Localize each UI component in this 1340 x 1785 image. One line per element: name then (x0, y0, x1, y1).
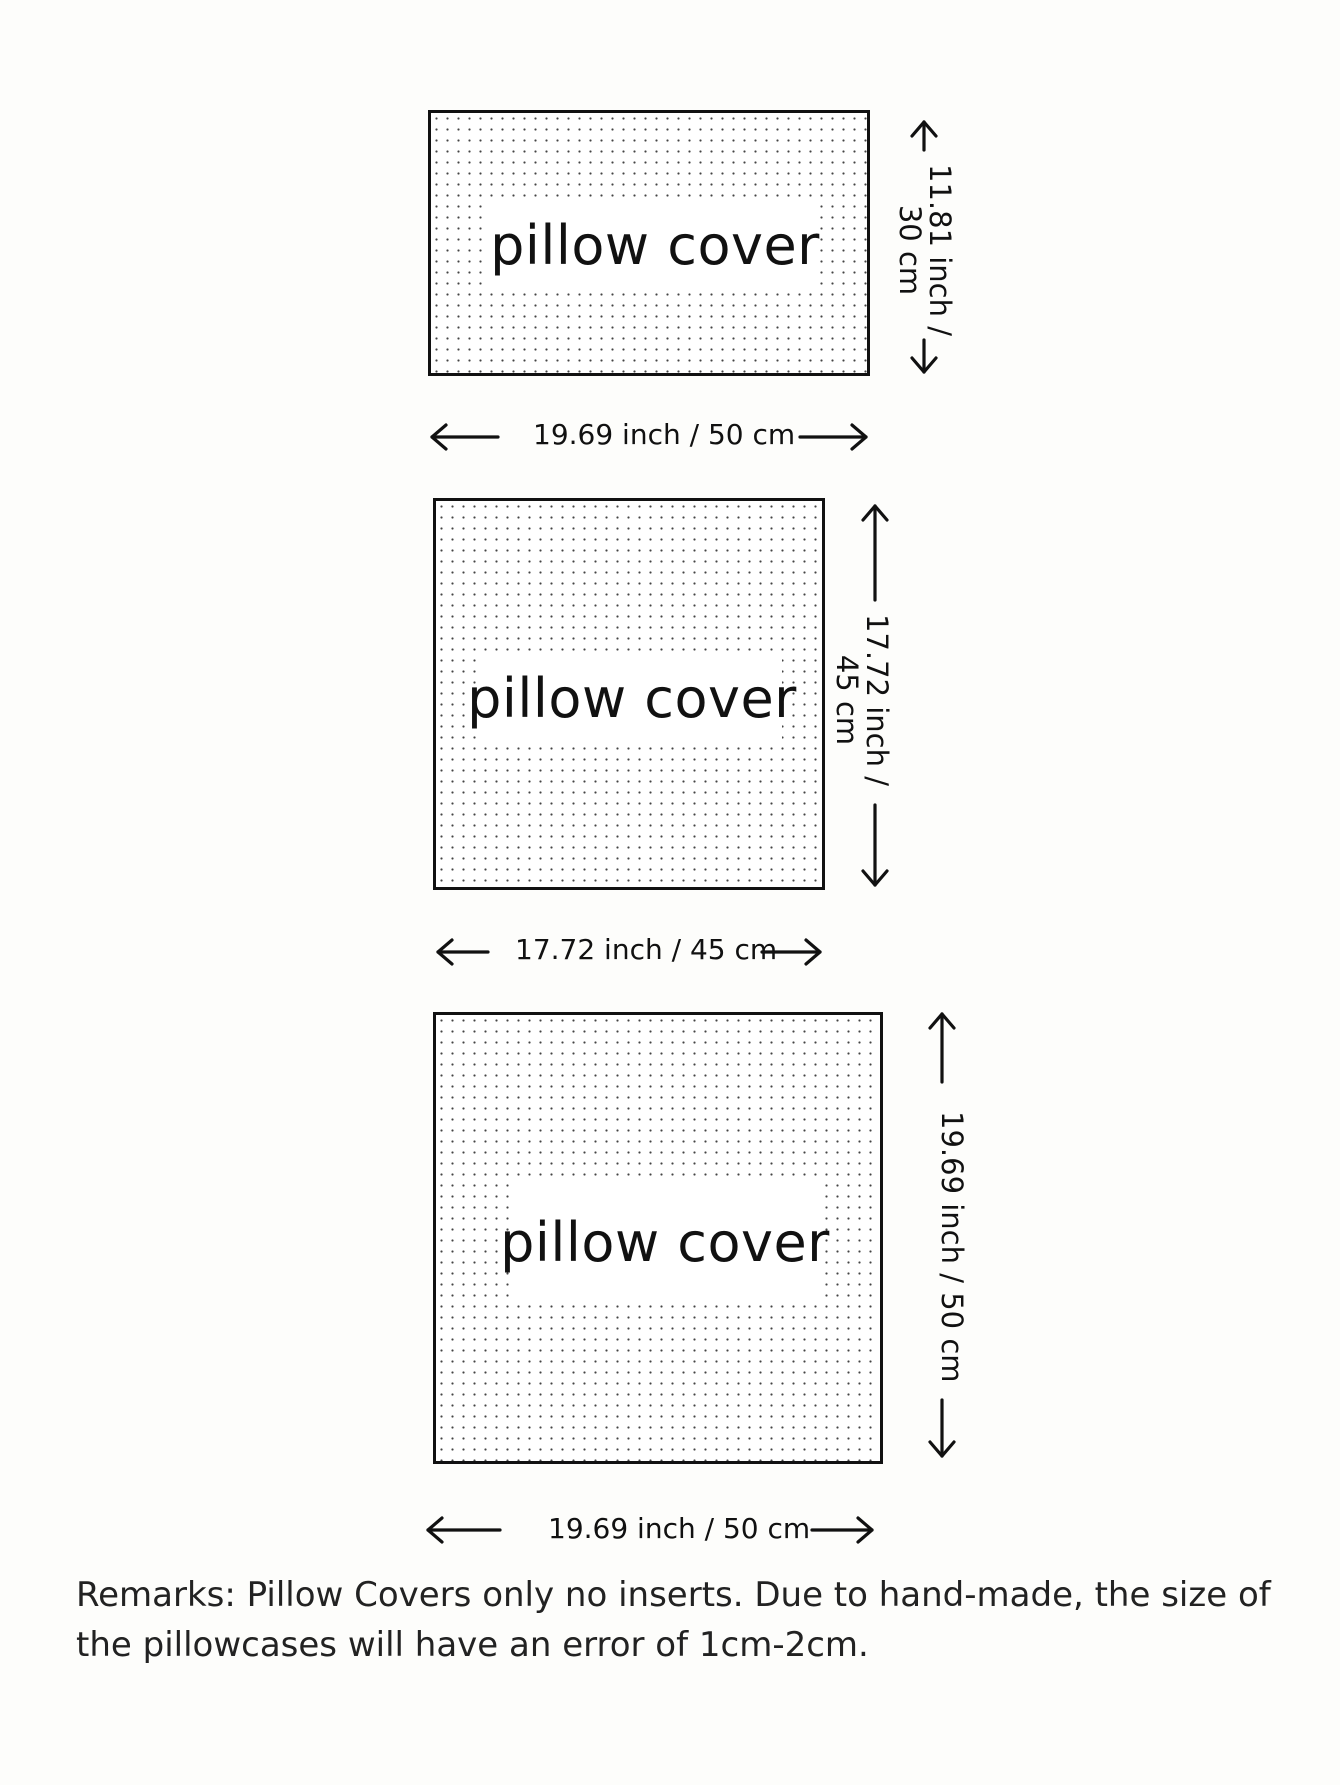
cover-1-down-arrow-icon (910, 338, 938, 374)
cover-2-down-arrow-icon (861, 803, 889, 887)
pillow-cover-2-label-box: pillow cover (467, 653, 796, 743)
cover-1-up-arrow-icon (910, 120, 938, 152)
cover-1-width-label: 19.69 inch / 50 cm (533, 418, 796, 451)
cover-2-up-arrow-icon (861, 504, 889, 602)
cover-2-left-arrow-icon (436, 938, 490, 966)
cover-3-up-arrow-icon (928, 1012, 956, 1084)
pillow-cover-2-label: pillow cover (467, 666, 797, 730)
cover-1-right-arrow-icon (798, 423, 868, 451)
cover-2-width-label: 17.72 inch / 45 cm (515, 933, 778, 966)
cover-3-left-arrow-icon (426, 1516, 502, 1544)
remarks-line-1: Remarks: Pillow Covers only no inserts. … (76, 1575, 1271, 1615)
pillow-cover-3-label-box: pillow cover (500, 1180, 829, 1305)
pillow-cover-3-label: pillow cover (500, 1211, 830, 1274)
cover-3-right-arrow-icon (810, 1516, 874, 1544)
cover-3-width-label: 19.69 inch / 50 cm (548, 1512, 811, 1545)
remarks-text: Remarks: Pillow Covers only no inserts. … (76, 1570, 1306, 1670)
pillow-cover-1-label: pillow cover (490, 213, 820, 277)
remarks-line-2: the pillowcases will have an error of 1c… (76, 1625, 869, 1665)
cover-1-left-arrow-icon (430, 423, 500, 451)
pillow-cover-1-label-box: pillow cover (490, 200, 820, 290)
cover-2-right-arrow-icon (760, 938, 822, 966)
cover-3-down-arrow-icon (928, 1398, 956, 1458)
